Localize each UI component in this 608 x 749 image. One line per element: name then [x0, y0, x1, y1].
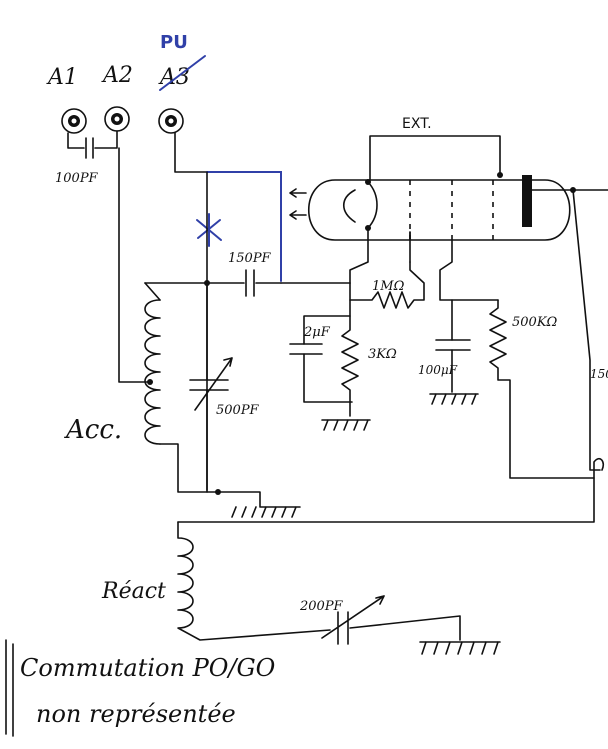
label-pu: PU [160, 32, 188, 53]
coil-react [177, 521, 331, 641]
ground-screen [429, 393, 479, 405]
wire-200pf-right [349, 615, 461, 641]
label-150pf: 150PF [228, 251, 272, 266]
capacitor-200pf-variable [321, 595, 385, 645]
resistor-3k [341, 315, 359, 403]
wire-a3 [174, 132, 208, 173]
label-1m: 1MΩ [372, 279, 405, 294]
blue-cross-mark [196, 213, 222, 247]
label-acc: Acc. [64, 415, 122, 445]
label-a2: A2 [101, 63, 133, 88]
coil-acc [144, 299, 161, 445]
wire-2uf-bottom [303, 353, 353, 403]
note-margin-lines [5, 639, 14, 737]
label-100pf: 100PF [55, 171, 99, 186]
label-500k: 500KΩ [512, 315, 558, 330]
label-100uf: 100μF [418, 363, 458, 377]
label-ext: EXT. [402, 116, 432, 132]
note-line-1: Commutation PO/GO [20, 654, 276, 682]
tube-plate [522, 175, 532, 227]
capacitor-500pf-variable [189, 357, 233, 411]
label-edge-150: 150 [590, 367, 608, 381]
input-jack-a1 [61, 108, 87, 134]
note-line-2: non représentée [36, 700, 236, 728]
blue-bypass-wire [206, 171, 282, 282]
ground-react [419, 641, 501, 655]
ext-bracket [369, 135, 501, 181]
ground-cathode [321, 401, 371, 431]
resistor-500k [489, 299, 605, 479]
wire-coil-top [144, 282, 161, 301]
resistor-1m [349, 261, 425, 309]
tube-filament [342, 189, 356, 223]
ground-acc [217, 491, 301, 518]
wire-a2-to-coil-tap [118, 147, 151, 383]
a3-strike-mark [159, 55, 206, 91]
label-a1: A1 [46, 65, 78, 90]
wire-coil-bottom [159, 443, 219, 493]
wire-cathode-down [349, 227, 369, 284]
wire-right-edge [177, 189, 601, 523]
input-jack-a2 [104, 106, 130, 132]
capacitor-100uf [435, 339, 471, 351]
input-jack-a3 [158, 108, 184, 134]
wire-a1-down [67, 132, 85, 149]
label-500pf: 500PF [216, 403, 260, 418]
capacitor-100pf [85, 137, 94, 159]
label-200pf: 200PF [299, 599, 344, 614]
wire-cathode-rail [303, 299, 351, 345]
label-react: Réact [101, 579, 166, 604]
wire-cap-a2 [94, 130, 118, 149]
label-2uf: 2μF [303, 325, 331, 340]
label-a3: A3 [158, 65, 190, 90]
tube-heater [289, 188, 307, 220]
label-3k: 3KΩ [368, 347, 397, 362]
capacitor-150pf [245, 269, 255, 297]
capacitor-2uf [289, 343, 323, 355]
wire-g3-down [439, 239, 499, 301]
tube-cathode [367, 181, 378, 229]
